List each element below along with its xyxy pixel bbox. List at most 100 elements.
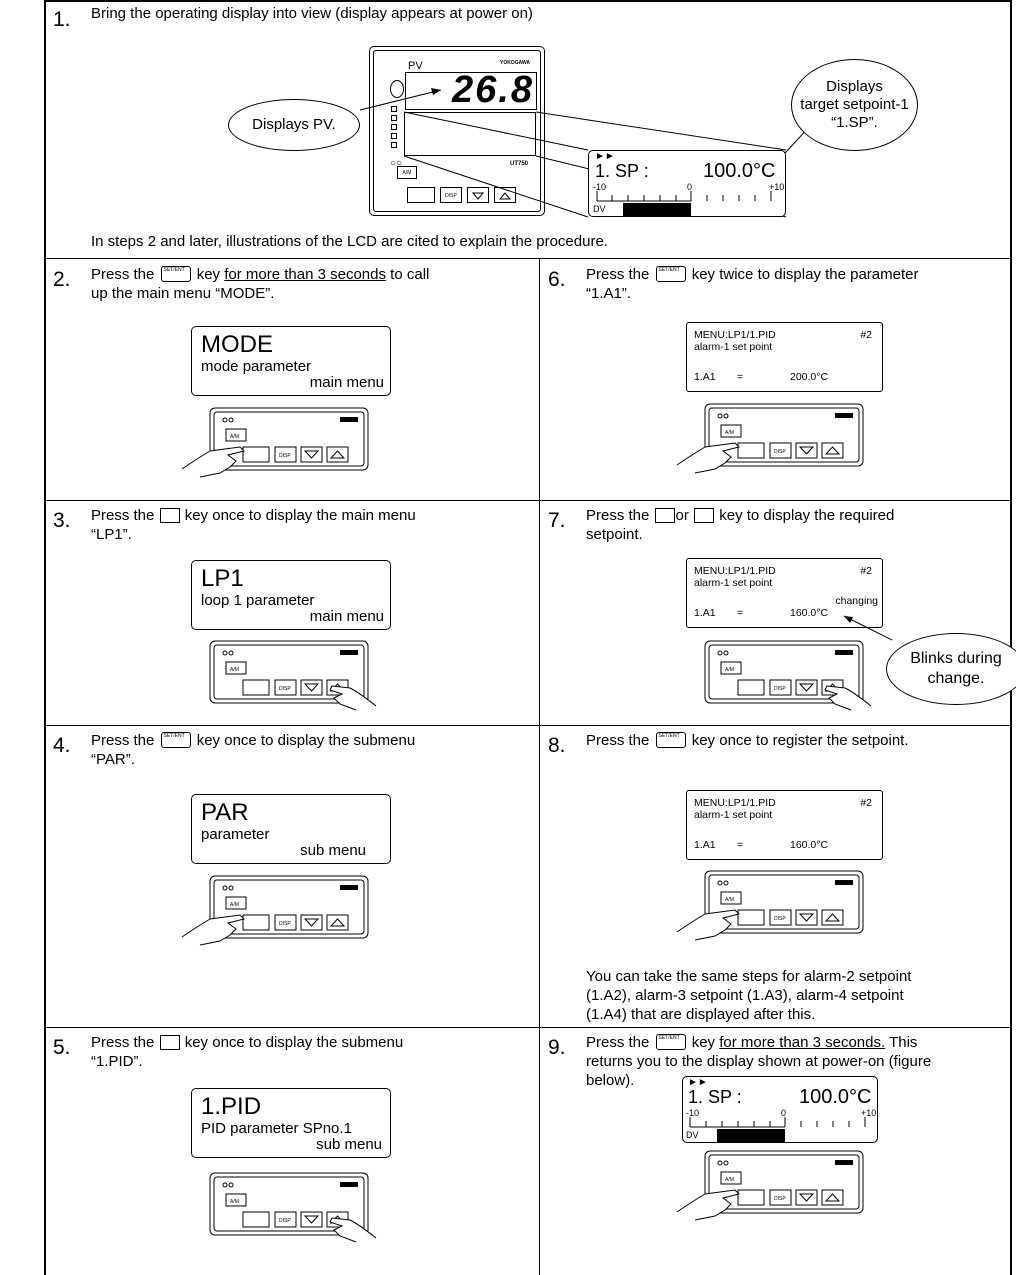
svg-text:DISP: DISP (279, 453, 291, 459)
svg-text:A/M: A/M (230, 902, 239, 908)
lcd-param-value: 160.0°C (790, 839, 829, 851)
lcd-param-name: 1.A1 (694, 839, 716, 851)
row-divider (44, 1027, 1012, 1028)
step-text: Press the SET/ENT key for more than 3 se… (586, 1033, 1014, 1090)
lcd-param-desc: alarm-1 set point (694, 341, 773, 353)
step-text-part: Press the (91, 1034, 155, 1051)
key-panel-illustration: A/M DISP (181, 875, 370, 946)
dv-label: DV (593, 204, 606, 214)
lcd-equals: = (737, 607, 744, 619)
disp-key[interactable]: DISP (440, 187, 462, 203)
step-text-part: setpoint. (586, 526, 643, 543)
pv-updown-icon (390, 80, 404, 98)
down-key[interactable] (467, 187, 489, 203)
sp-label: 1. SP : (688, 1087, 742, 1107)
step-text-part: to call (390, 266, 430, 283)
key-panel-illustration: A/M DISP (181, 407, 370, 478)
column-divider (539, 258, 540, 1275)
procedure-table (44, 0, 1012, 1275)
svg-text:A/M: A/M (230, 434, 239, 440)
step-text-part: (1.A4) that are displayed after this. (586, 1006, 816, 1023)
step-text: Press the key once to display the submen… (91, 1033, 531, 1071)
step-text-part: key to display the required (719, 507, 895, 524)
callout-target-sp: Displays target setpoint-1 “1.SP”. (791, 59, 918, 151)
step-note: You can take the same steps for alarm-2 … (586, 967, 1011, 1024)
step-text-part: Press the (586, 1034, 650, 1051)
step-text-part: key once to display the submenu (196, 732, 416, 749)
lcd-line3: sub menu (316, 1136, 382, 1153)
indicator-dots: ○○ (390, 158, 403, 169)
lcd-pid: 1.PID PID parameter SPno.1 sub menu (191, 1088, 391, 1158)
up-key[interactable] (494, 187, 516, 203)
down-arrow-key-icon (694, 508, 715, 523)
step-text-part: Press the (586, 507, 650, 524)
step-text-part: Press the (91, 507, 155, 524)
lcd-menu-path: MENU:LP1/1.PID (694, 565, 776, 577)
svg-text:A/M: A/M (725, 897, 734, 903)
lcd-title: PAR (201, 799, 249, 826)
lcd-param-name: 1.A1 (694, 371, 716, 383)
sp-display-step9: ►► 1. SP : 100.0°C -10 0 +10 DV (682, 1076, 878, 1143)
step-text-part: key (691, 1034, 716, 1051)
step-text-part: This (885, 1034, 918, 1051)
svg-text:DISP: DISP (774, 686, 786, 692)
model-label: UT750 (510, 161, 529, 167)
step-text-part: key once to display the main menu (184, 507, 416, 524)
lcd-equals: = (737, 839, 744, 851)
lcd-menu-path: MENU:LP1/1.PID (694, 329, 776, 341)
svg-text:DISP: DISP (279, 921, 291, 927)
row-divider (44, 500, 1012, 501)
step-text-part: Press the (586, 732, 650, 749)
pv-value: 26.8 (452, 69, 534, 111)
lcd-title: MODE (201, 331, 273, 358)
scale-min: -10 (593, 182, 607, 192)
sp-value: 100.0°C (703, 160, 776, 182)
key-label: SET/ENT (658, 733, 680, 739)
callout-blink: Blinks during change. (886, 633, 1016, 705)
callout-text: Displays (826, 78, 883, 95)
sp-value: 100.0°C (799, 1086, 872, 1108)
callout-text: target setpoint-1 (800, 96, 909, 113)
hand-pressing-key-icon: A/M DISP (676, 403, 864, 474)
step-number: 3. (53, 509, 71, 532)
step-text-part: key twice to display the parameter (691, 266, 919, 283)
key-panel-illustration: A/M DISP (676, 403, 865, 474)
lcd-line2: PID parameter SPno.1 (201, 1120, 352, 1137)
lcd-param-value: 160.0°C (790, 607, 829, 619)
step-text-part: or (675, 507, 689, 524)
step-text-part: below). (586, 1072, 635, 1089)
lcd-alarm-step8: MENU:LP1/1.PID #2 alarm-1 set point 1.A1… (686, 790, 883, 860)
scale-max: +10 (861, 1108, 877, 1118)
am-key[interactable]: A/M (397, 166, 417, 179)
step-number: 7. (548, 509, 566, 532)
lcd-window (404, 112, 536, 156)
step-text: Press the SET/ENT key once to display th… (91, 731, 531, 769)
step-number: 6. (548, 268, 566, 291)
step-number: 4. (53, 734, 71, 757)
lcd-line2: mode parameter (201, 358, 312, 375)
row-divider (44, 725, 1012, 726)
lcd-param-desc: alarm-1 set point (694, 809, 773, 821)
step-text: Bring the operating display into view (d… (91, 5, 533, 22)
lcd-mode: MODE mode parameter main menu (191, 326, 391, 396)
scale-zero: 0 (781, 1108, 787, 1118)
step-text-part: Press the (91, 266, 155, 283)
setent-key-icon: SET/ENT (655, 266, 686, 282)
up-arrow-key-icon (159, 508, 180, 523)
setent-key[interactable] (407, 187, 435, 203)
step-text-part: Press the (91, 732, 155, 749)
step-text-part: “1.PID”. (91, 1053, 143, 1070)
row-divider (44, 258, 1012, 259)
step-text: Press the SET/ENT key for more than 3 se… (91, 265, 531, 303)
svg-text:A/M: A/M (725, 430, 734, 436)
svg-text:DISP: DISP (774, 449, 786, 455)
lcd-param-name: 1.A1 (694, 607, 716, 619)
lcd-lp1: LP1 loop 1 parameter main menu (191, 560, 391, 630)
